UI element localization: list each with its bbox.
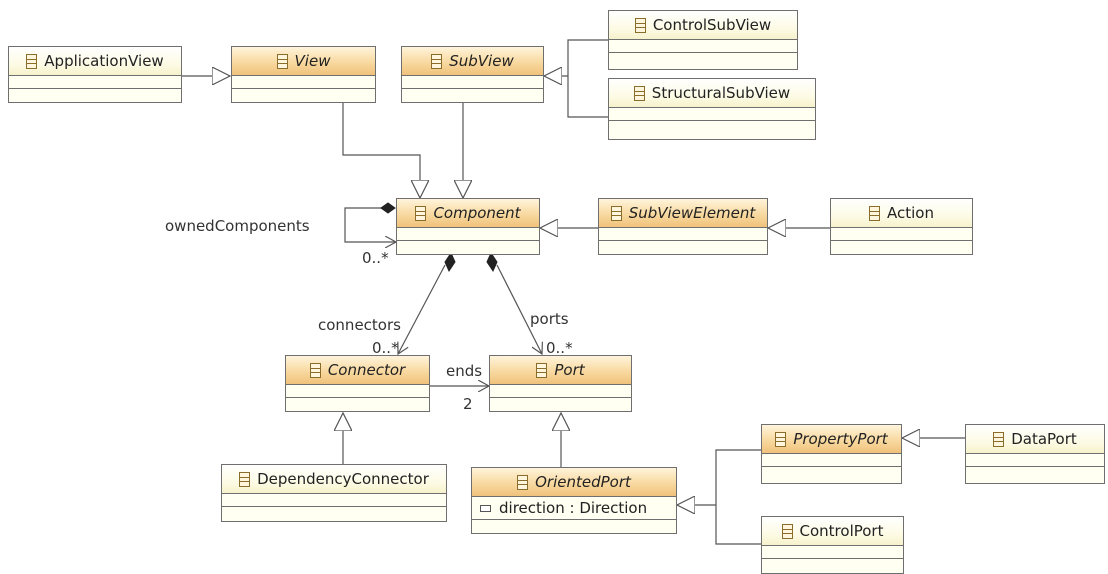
class-name: Component <box>433 204 521 222</box>
operations-compartment <box>222 507 446 519</box>
attribute-direction[interactable]: direction : Direction <box>472 497 676 519</box>
label-owned-components: ownedComponents <box>165 217 310 235</box>
label-owned-components-multiplicity: 0..* <box>362 249 389 267</box>
operations-compartment <box>762 559 903 571</box>
class-data-port[interactable]: DataPort <box>965 424 1105 484</box>
assoc-owned-components <box>344 207 396 242</box>
class-control-sub-view[interactable]: ControlSubView <box>608 10 798 70</box>
class-sub-view[interactable]: SubView <box>401 46 544 103</box>
attributes-compartment <box>599 228 767 241</box>
class-icon <box>993 431 1005 447</box>
class-icon <box>309 362 321 378</box>
attributes-compartment <box>831 228 972 241</box>
class-name: ApplicationView <box>44 52 164 70</box>
class-name: PropertyPort <box>793 430 888 448</box>
class-name: ControlSubView <box>652 16 772 34</box>
class-icon <box>633 85 645 101</box>
operations-compartment <box>286 398 429 410</box>
class-icon <box>517 474 529 490</box>
class-name: StructuralSubView <box>651 84 791 102</box>
class-property-port[interactable]: PropertyPort <box>761 424 902 484</box>
label-connectors: connectors <box>318 316 401 334</box>
class-icon <box>634 17 646 33</box>
class-structural-sub-view[interactable]: StructuralSubView <box>608 78 816 140</box>
operations-compartment <box>831 241 972 253</box>
class-port[interactable]: Port <box>489 355 632 412</box>
attributes-compartment <box>222 494 446 507</box>
class-icon <box>26 53 38 69</box>
label-ports: ports <box>530 310 569 328</box>
class-name: View <box>294 52 331 70</box>
class-name: ControlPort <box>799 522 884 540</box>
gen-propertyport-orientedport <box>715 449 761 505</box>
class-name: OrientedPort <box>535 473 631 491</box>
gen-structuralsubview-subview <box>567 76 608 118</box>
composition-diamond-ports <box>486 251 498 273</box>
label-ends-multiplicity: 2 <box>463 395 473 413</box>
class-name: DependencyConnector <box>257 470 429 488</box>
attribute-icon <box>480 504 491 512</box>
class-icon <box>781 523 793 539</box>
attributes-compartment <box>762 454 901 467</box>
class-icon <box>415 205 427 221</box>
attributes-compartment <box>609 40 797 53</box>
label-ports-multiplicity: 0..* <box>546 339 573 357</box>
class-view[interactable]: View <box>231 46 376 103</box>
class-sub-view-element[interactable]: SubViewElement <box>598 198 768 255</box>
attributes-compartment <box>762 546 903 559</box>
attributes-compartment <box>9 76 181 89</box>
composition-diamond-connectors <box>444 251 456 273</box>
attributes-compartment <box>490 385 631 398</box>
class-icon <box>239 471 251 487</box>
class-dependency-connector[interactable]: DependencyConnector <box>221 464 447 522</box>
operations-compartment <box>762 467 901 479</box>
class-control-port[interactable]: ControlPort <box>761 516 904 574</box>
gen-view-component <box>342 103 420 198</box>
class-name: Connector <box>327 361 406 379</box>
operations-compartment <box>9 89 181 101</box>
assoc-ports <box>496 264 542 354</box>
gen-controlsubview-subview <box>567 39 608 76</box>
class-name: SubView <box>449 52 514 70</box>
operations-compartment <box>472 520 676 532</box>
operations-compartment <box>599 241 767 253</box>
operations-compartment <box>402 89 543 101</box>
operations-compartment <box>397 241 539 253</box>
attributes-compartment: direction : Direction <box>472 497 676 520</box>
class-icon <box>276 53 288 69</box>
class-name: SubViewElement <box>628 204 756 222</box>
class-oriented-port[interactable]: OrientedPort direction : Direction <box>471 467 677 534</box>
class-icon <box>869 205 880 221</box>
operations-compartment <box>966 467 1104 479</box>
attributes-compartment <box>966 454 1104 467</box>
operations-compartment <box>490 398 631 410</box>
attributes-compartment <box>609 108 815 121</box>
gen-controlport-orientedport <box>715 505 761 545</box>
operations-compartment <box>609 121 815 133</box>
class-application-view[interactable]: ApplicationView <box>8 46 182 103</box>
operations-compartment <box>232 89 375 101</box>
assoc-connectors <box>398 264 446 354</box>
class-action[interactable]: Action <box>830 198 973 255</box>
attributes-compartment <box>286 385 429 398</box>
class-icon <box>775 431 787 447</box>
class-icon <box>610 205 622 221</box>
class-name: DataPort <box>1011 430 1077 448</box>
class-name: Action <box>887 204 934 222</box>
attributes-compartment <box>232 76 375 89</box>
class-name: Port <box>554 361 585 379</box>
label-ends: ends <box>446 362 483 380</box>
class-icon <box>536 362 548 378</box>
composition-diamond-owned <box>380 202 396 214</box>
operations-compartment <box>609 53 797 65</box>
class-component[interactable]: Component <box>396 198 540 255</box>
attributes-compartment <box>397 228 539 241</box>
class-connector[interactable]: Connector <box>285 355 430 412</box>
class-icon <box>431 53 443 69</box>
attributes-compartment <box>402 76 543 89</box>
attribute-label: direction : Direction <box>499 499 648 517</box>
label-connectors-multiplicity: 0..* <box>372 339 399 357</box>
